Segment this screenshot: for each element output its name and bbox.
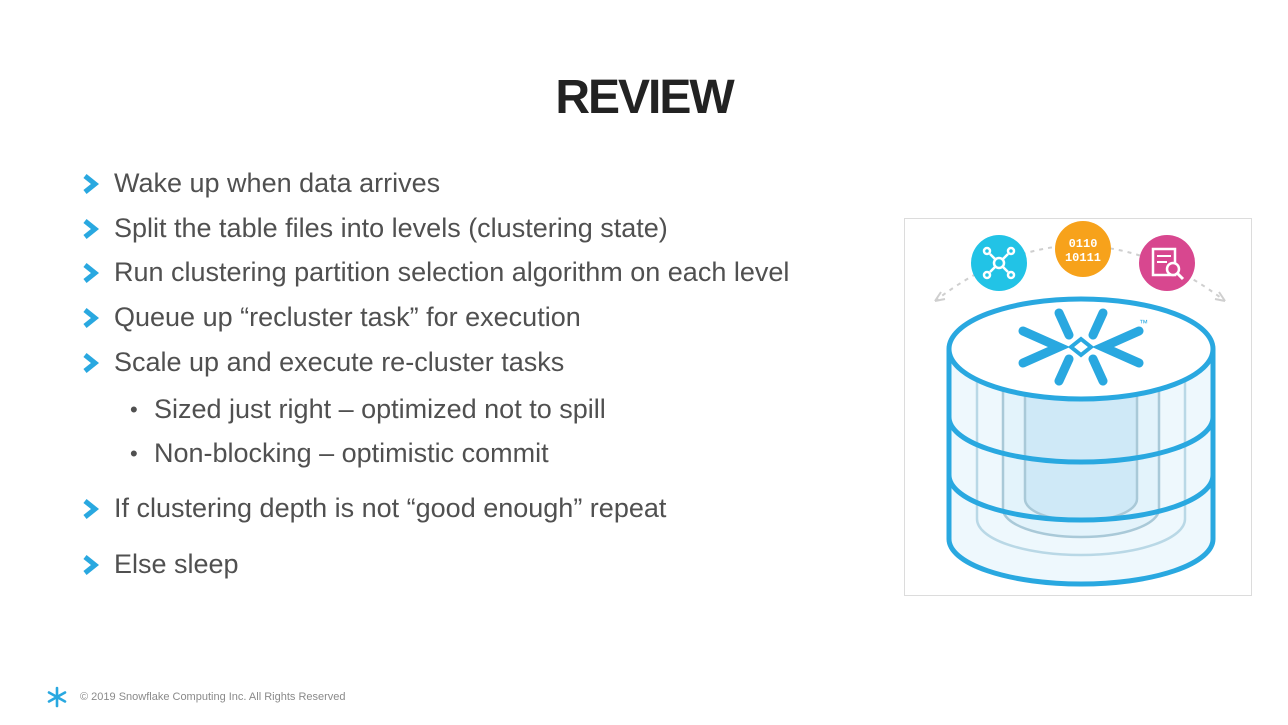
bullet-item: Wake up when data arrives xyxy=(80,168,440,199)
snowflake-logo-icon xyxy=(1018,308,1144,386)
cylinder-bottom xyxy=(946,538,1216,587)
bullet-item: Run clustering partition selection algor… xyxy=(80,257,789,288)
bullet-text: Queue up “recluster task” for execution xyxy=(114,302,581,332)
svg-text:0110: 0110 xyxy=(1069,237,1098,251)
chevron-right-icon xyxy=(83,262,100,283)
bullet-item: Scale up and execute re-cluster tasks xyxy=(80,347,564,378)
database-drawing: ™ 0110 10111 xyxy=(934,221,1226,587)
bullet-text: Else sleep xyxy=(114,549,239,579)
snowflake-logo-icon xyxy=(47,686,67,708)
bullet-text: Wake up when data arrives xyxy=(114,168,441,198)
inner-tube-1 xyxy=(975,369,1187,557)
sub-bullet-item: • Non-blocking – optimistic commit xyxy=(130,438,549,469)
sub-bullet-text: Non-blocking – optimistic commit xyxy=(154,438,549,468)
cylinder-ring-2 xyxy=(946,474,1216,523)
bullet-item: Else sleep xyxy=(80,549,239,580)
sub-bullet-text: Sized just right – optimized not to spil… xyxy=(154,394,606,424)
copyright-text: © 2019 Snowflake Computing Inc. All Righ… xyxy=(80,691,346,703)
chevron-right-icon xyxy=(83,554,100,575)
cluster-network-icon xyxy=(971,235,1027,291)
cylinder-ring-1 xyxy=(946,416,1216,465)
document-search-icon xyxy=(1139,235,1195,291)
bullet-text: Scale up and execute re-cluster tasks xyxy=(114,347,565,377)
bullet-item: Queue up “recluster task” for execution xyxy=(80,302,581,333)
slide-title: REVIEW xyxy=(555,71,734,124)
bullet-text: Run clustering partition selection algor… xyxy=(114,257,790,287)
trademark-mark: ™ xyxy=(1139,318,1148,328)
chevron-right-icon xyxy=(83,352,100,373)
snowflake-database-illustration: ™ 0110 10111 xyxy=(904,218,1252,596)
dashed-arc-left xyxy=(934,246,1056,302)
binary-data-icon: 0110 10111 xyxy=(1055,221,1111,277)
sub-bullet-item: • Sized just right – optimized not to sp… xyxy=(130,394,606,425)
bullet-text: If clustering depth is not “good enough”… xyxy=(114,493,667,523)
bullet-dot-icon: • xyxy=(130,396,138,422)
chevron-right-icon xyxy=(83,307,100,328)
chevron-right-icon xyxy=(83,498,100,519)
chevron-right-icon xyxy=(83,173,100,194)
chevron-right-icon xyxy=(83,218,100,239)
bullet-text: Split the table files into levels (clust… xyxy=(114,213,668,243)
bullet-dot-icon: • xyxy=(130,440,138,466)
bullet-item: Split the table files into levels (clust… xyxy=(80,213,668,244)
cylinder-top xyxy=(946,296,1216,402)
svg-text:10111: 10111 xyxy=(1065,251,1101,265)
footer: © 2019 Snowflake Computing Inc. All Righ… xyxy=(46,686,346,708)
bullet-item: If clustering depth is not “good enough”… xyxy=(80,493,666,524)
